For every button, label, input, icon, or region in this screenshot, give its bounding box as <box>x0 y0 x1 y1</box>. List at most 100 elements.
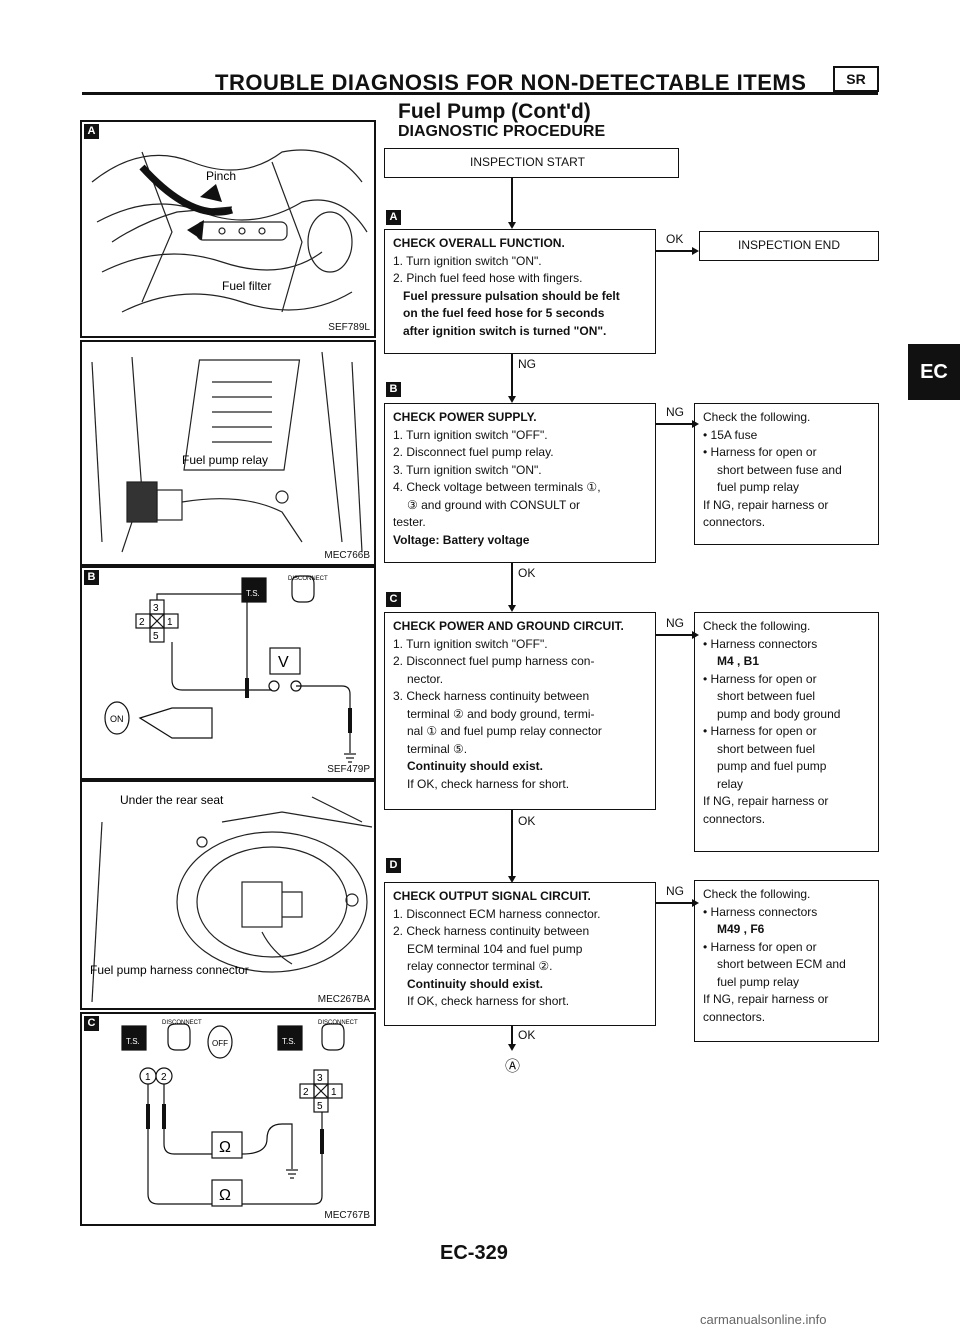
section-subtitle: Fuel Pump (Cont'd) <box>398 100 591 123</box>
voltmeter-v: V <box>278 654 289 671</box>
action-line: Check the following. <box>703 887 811 901</box>
step-line: ECM terminal 104 and fuel pump <box>407 941 583 956</box>
figure-fuel-pump-relay: Fuel pump relay MEC766B <box>80 340 376 566</box>
header-rule <box>82 92 878 95</box>
fuel-pump-location-illustration: Under the rear seat Fuel pump harness co… <box>90 793 373 1003</box>
figure-code: MEC767B <box>324 1210 370 1221</box>
continue-marker-a: Ⓐ <box>505 1058 521 1075</box>
fuel-filter-label: Fuel filter <box>222 279 271 293</box>
arrow-down <box>508 222 516 229</box>
voltage-check-diagram: 3 2 1 5 V T.S. DISCONNECT ON <box>104 575 356 763</box>
engine-bay-illustration: Pinch Fuel filter <box>91 149 368 313</box>
step-title: CHECK POWER SUPPLY. <box>393 410 537 424</box>
connector-line <box>656 902 692 904</box>
action-line: M4 , B1 <box>717 654 760 668</box>
figure-code: MEC766B <box>324 550 370 561</box>
action-line: short between fuse and <box>717 462 842 477</box>
action-line: M49 , F6 <box>717 922 765 936</box>
arrow-down <box>508 1044 516 1051</box>
step-mark-d: D <box>386 858 401 873</box>
ok-label: OK <box>666 232 684 246</box>
step-check-power-ground-circuit: CHECK POWER AND GROUND CIRCUIT. 1. Turn … <box>384 612 656 810</box>
step-line: after ignition switch is turned "ON". <box>403 323 607 338</box>
step-line: Voltage: Battery voltage <box>393 532 530 547</box>
action-line: • Harness for open or <box>703 671 817 686</box>
step-line: ③ and ground with CONSULT or <box>407 497 581 512</box>
step-mark-c: C <box>386 592 401 607</box>
step-line: 2. Pinch fuel feed hose with fingers. <box>393 271 583 285</box>
step-line: nal ① and fuel pump relay connector <box>407 724 602 738</box>
step-line: 2. Disconnect fuel pump relay. <box>393 445 554 459</box>
action-line: connectors. <box>703 811 766 826</box>
connector-line <box>656 423 692 425</box>
step-line: If OK, check harness for short. <box>407 994 570 1008</box>
step-line: 4. Check voltage between terminals ①, <box>393 480 601 494</box>
watermark: carmanualsonline.info <box>700 1312 827 1327</box>
figure-code: MEC267BA <box>317 994 370 1005</box>
step-check-power-supply: CHECK POWER SUPPLY. 1. Turn ignition swi… <box>384 403 656 563</box>
inspection-end-box: INSPECTION END <box>699 231 879 261</box>
action-line: pump and body ground <box>717 706 841 721</box>
action-line: • 15A fuse <box>703 427 758 442</box>
pin-2: 2 <box>161 1072 167 1083</box>
ignition-off-label: OFF <box>212 1039 228 1048</box>
arrow-right <box>692 247 699 255</box>
disconnect-label: DISCONNECT <box>288 576 328 582</box>
action-line: • Harness connectors <box>703 904 818 919</box>
side-tab-ec: EC <box>908 344 960 400</box>
step-line: 3. Turn ignition switch "ON". <box>393 462 542 477</box>
step-check-overall-function: CHECK OVERALL FUNCTION. 1. Turn ignition… <box>384 229 656 354</box>
step-line: 1. Turn ignition switch "ON". <box>393 253 542 268</box>
pin-1: 1 <box>145 1072 151 1083</box>
action-line: • Harness connectors <box>703 636 818 651</box>
ts-label-right: T.S. <box>282 1037 296 1046</box>
figure-code: SEF479P <box>327 764 370 775</box>
pin-2b: 2 <box>303 1087 309 1098</box>
step-line: Continuity should exist. <box>407 759 544 773</box>
pin-5: 5 <box>153 631 159 642</box>
action-line: • Harness for open or <box>703 939 817 954</box>
step-line: If OK, check harness for short. <box>407 776 570 791</box>
step-line: 3. Check harness continuity between <box>393 689 590 703</box>
action-line: Check the following. <box>703 619 811 633</box>
action-line: fuel pump relay <box>717 480 800 494</box>
connector-line <box>511 563 513 605</box>
pin-5: 5 <box>317 1101 323 1112</box>
step-line: 2. Check harness continuity between <box>393 924 590 938</box>
inspection-start-label: INSPECTION START <box>470 155 585 169</box>
connector-line <box>656 634 692 636</box>
arrow-down <box>508 605 516 612</box>
step-check-output-signal-circuit: CHECK OUTPUT SIGNAL CIRCUIT. 1. Disconne… <box>384 882 656 1026</box>
action-line: fuel pump relay <box>717 974 800 989</box>
pin-2: 2 <box>139 617 145 628</box>
action-line: pump and fuel pump <box>717 759 827 773</box>
step-line: relay connector terminal ②. <box>407 959 553 973</box>
figure-voltage-check: B 3 2 1 5 V T.S. DISCONNECT ON SEF479P <box>80 566 376 780</box>
inspection-end-label: INSPECTION END <box>737 238 840 252</box>
arrow-down <box>508 876 516 883</box>
action-line: connectors. <box>703 515 766 529</box>
arrow-right <box>692 899 699 907</box>
action-line: Check the following. <box>703 410 811 424</box>
action-line: If NG, repair harness or <box>703 497 829 512</box>
section-heading: DIAGNOSTIC PROCEDURE <box>398 123 606 140</box>
figure-mark-b: B <box>84 570 99 585</box>
connector-line <box>511 1026 513 1046</box>
ng-label: NG <box>666 616 684 630</box>
step-title: CHECK OUTPUT SIGNAL CIRCUIT. <box>393 889 591 903</box>
step-line: tester. <box>393 515 426 529</box>
step-line: Fuel pressure pulsation should be felt <box>403 288 620 303</box>
fuel-pump-relay-label: Fuel pump relay <box>182 453 268 467</box>
action-line: • Harness for open or <box>703 724 817 738</box>
step-mark-a: A <box>386 210 401 225</box>
ng-action-box-d: Check the following. • Harness connector… <box>694 880 879 1042</box>
arrow-down <box>508 396 516 403</box>
action-line: • Harness for open or <box>703 445 817 459</box>
pinch-label: Pinch <box>206 169 236 183</box>
ng-label: NG <box>518 357 536 371</box>
step-line: terminal ② and body ground, termi- <box>407 706 595 721</box>
pin-1: 1 <box>167 617 173 628</box>
page-header-title: TROUBLE DIAGNOSIS FOR NON-DETECTABLE ITE… <box>215 70 807 95</box>
ok-label: OK <box>518 1028 536 1042</box>
step-line: 1. Disconnect ECM harness connector. <box>393 906 601 921</box>
